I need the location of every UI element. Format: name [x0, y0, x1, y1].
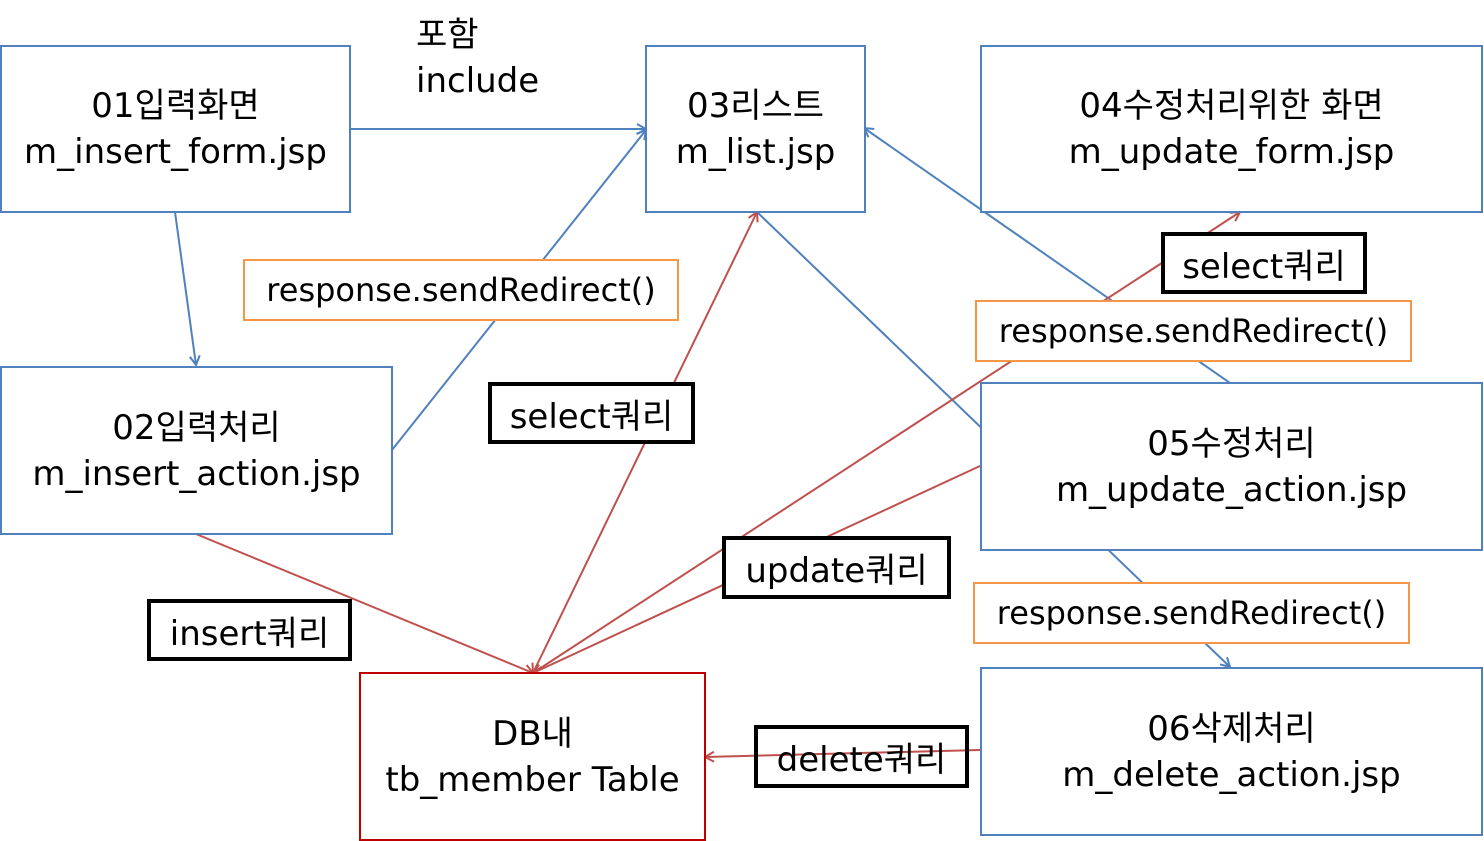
- insert-action-file: m_insert_action.jsp: [32, 453, 361, 494]
- select-update-label: select쿼리: [1161, 232, 1367, 294]
- update-action-title: 05수정처리: [1147, 423, 1316, 464]
- delete-action-file: m_delete_action.jsp: [1062, 754, 1401, 795]
- insert-query-arrow: [195, 533, 533, 673]
- delete-query-arrow: [705, 749, 981, 757]
- update-redirect-label: response.sendRedirect(): [975, 300, 1412, 362]
- update-form-node: 04수정처리위한 화면 m_update_form.jsp: [980, 45, 1483, 213]
- delete-action-node: 06삭제처리 m_delete_action.jsp: [980, 667, 1483, 836]
- update-form-title: 04수정처리위한 화면: [1079, 86, 1384, 126]
- delete-query-label: delete쿼리: [754, 725, 969, 788]
- list-file: m_list.jsp: [675, 132, 836, 172]
- delete-redirect-label: response.sendRedirect(): [973, 582, 1410, 644]
- insert-form-node: 01입력화면 m_insert_form.jsp: [0, 45, 351, 213]
- update-query-label: update쿼리: [722, 536, 951, 599]
- db-table-node: DB내 tb_member Table: [359, 672, 706, 841]
- insert-form-file: m_insert_form.jsp: [24, 132, 327, 172]
- select-update-arrow: [532, 212, 1240, 674]
- select-list-label: select쿼리: [488, 382, 695, 444]
- update-action-node: 05수정처리 m_update_action.jsp: [980, 382, 1483, 551]
- insert-form-title: 01입력화면: [91, 86, 260, 126]
- db-table-title: DB내: [492, 713, 573, 754]
- insert-action-node: 02입력처리 m_insert_action.jsp: [0, 366, 393, 535]
- insert-redirect-label: response.sendRedirect(): [243, 259, 679, 321]
- update-form-file: m_update_form.jsp: [1068, 132, 1395, 172]
- insert-query-label: insert쿼리: [147, 599, 352, 661]
- form-to-insert-arrow: [174, 211, 196, 365]
- delete-action-title: 06삭제처리: [1147, 708, 1316, 749]
- include-label-en: include: [416, 61, 540, 101]
- list-node: 03리스트 m_list.jsp: [645, 45, 866, 213]
- include-label-ko: 포함: [416, 15, 479, 55]
- list-title: 03리스트: [686, 86, 825, 126]
- insert-action-title: 02입력처리: [112, 407, 281, 448]
- db-table-name: tb_member Table: [385, 759, 680, 800]
- update-action-file: m_update_action.jsp: [1055, 469, 1408, 510]
